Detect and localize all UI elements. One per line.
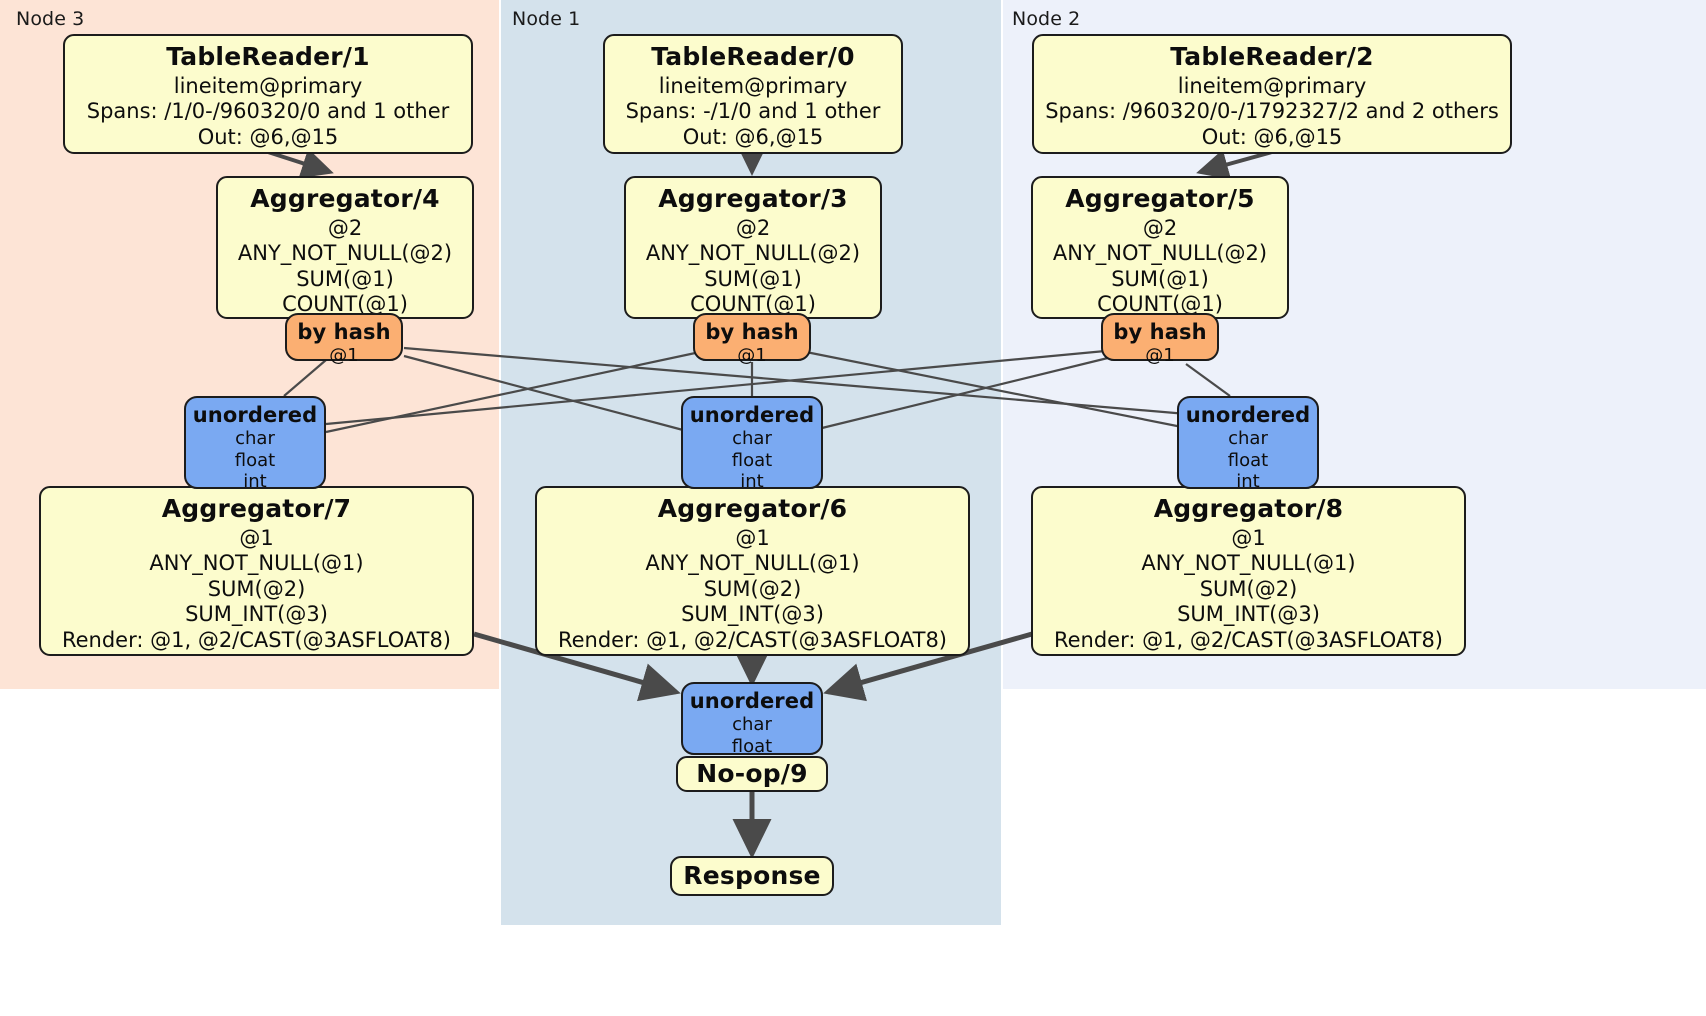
router-line: float — [1227, 449, 1269, 471]
processor-aggregator-5[interactable]: Aggregator/5 @2 ANY_NOT_NULL(@2) SUM(@1)… — [1031, 176, 1289, 319]
router-title: by hash — [705, 320, 799, 344]
processor-line: SUM(@1) — [704, 266, 802, 291]
processor-line: ANY_NOT_NULL(@2) — [237, 241, 453, 266]
processor-line: SUM_INT(@3) — [1177, 602, 1320, 627]
processor-aggregator-3[interactable]: Aggregator/3 @2 ANY_NOT_NULL(@2) SUM(@1)… — [624, 176, 882, 319]
processor-line: ANY_NOT_NULL(@1) — [645, 551, 860, 576]
processor-response[interactable]: Response — [670, 856, 834, 896]
processor-line: @1 — [735, 525, 770, 550]
router-by-hash-mid[interactable]: by hash @1 — [693, 313, 811, 366]
processor-title: TableReader/0 — [651, 42, 855, 71]
router-line: char — [235, 428, 275, 450]
processor-line: COUNT(@1) — [690, 292, 816, 317]
processor-aggregator-8[interactable]: Aggregator/8 @1 ANY_NOT_NULL(@1) SUM(@2)… — [1031, 486, 1466, 656]
processor-line: Out: @6,@15 — [682, 124, 824, 149]
processor-aggregator-4[interactable]: Aggregator/4 @2 ANY_NOT_NULL(@2) SUM(@1)… — [216, 176, 474, 319]
router-by-hash-right[interactable]: by hash @1 — [1101, 313, 1219, 366]
processor-noop-9[interactable]: No-op/9 — [676, 756, 828, 792]
processor-title: Aggregator/3 — [658, 184, 848, 213]
processor-title: TableReader/1 — [166, 42, 370, 71]
router-line: int — [740, 471, 764, 493]
processor-line: ANY_NOT_NULL(@1) — [1141, 551, 1356, 576]
processor-line: COUNT(@1) — [1097, 292, 1223, 317]
processor-line: @1 — [239, 525, 274, 550]
router-line: float — [731, 449, 773, 471]
processor-tablereader-2[interactable]: TableReader/2 lineitem@primary Spans: /9… — [1032, 34, 1512, 154]
processor-line: lineitem@primary — [173, 73, 363, 98]
processor-line: SUM(@2) — [703, 576, 802, 601]
processor-title: Aggregator/5 — [1065, 184, 1255, 213]
processor-line: SUM(@1) — [296, 266, 394, 291]
router-title: unordered — [192, 403, 318, 427]
processor-line: SUM(@1) — [1111, 266, 1209, 291]
processor-line: lineitem@primary — [658, 73, 848, 98]
processor-line: ANY_NOT_NULL(@2) — [1052, 241, 1268, 266]
processor-line: COUNT(@1) — [282, 292, 408, 317]
processor-line: Render: @1, @2/CAST(@3ASFLOAT8) — [61, 627, 452, 652]
processor-line: @1 — [1231, 525, 1266, 550]
router-line: char — [732, 714, 772, 736]
router-line: @1 — [1145, 345, 1175, 367]
processor-line: lineitem@primary — [1177, 73, 1367, 98]
processor-line: @2 — [1142, 215, 1178, 240]
processor-tablereader-1[interactable]: TableReader/1 lineitem@primary Spans: /1… — [63, 34, 473, 154]
processor-line: Out: @6,@15 — [1201, 124, 1343, 149]
processor-aggregator-7[interactable]: Aggregator/7 @1 ANY_NOT_NULL(@1) SUM(@2)… — [39, 486, 474, 656]
node-label-node3: Node 3 — [16, 8, 85, 30]
router-title: by hash — [1113, 320, 1207, 344]
processor-line: @2 — [735, 215, 771, 240]
router-line: @1 — [737, 345, 767, 367]
processor-line: Render: @1, @2/CAST(@3ASFLOAT8) — [1053, 627, 1444, 652]
processor-line: ANY_NOT_NULL(@1) — [149, 551, 364, 576]
processor-title: TableReader/2 — [1170, 42, 1374, 71]
router-line: char — [1228, 428, 1268, 450]
router-title: unordered — [689, 689, 815, 713]
router-title: by hash — [297, 320, 391, 344]
processor-title: Aggregator/4 — [250, 184, 440, 213]
router-by-hash-left[interactable]: by hash @1 — [285, 313, 403, 366]
processor-line: Render: @1, @2/CAST(@3ASFLOAT8) — [557, 627, 948, 652]
processor-line: Spans: /960320/0-/1792327/2 and 2 others — [1045, 99, 1499, 124]
processor-line: Spans: -/1/0 and 1 other — [625, 99, 881, 124]
router-title: unordered — [689, 403, 815, 427]
router-unordered-left[interactable]: unordered char float int — [184, 396, 326, 492]
node-label-node1: Node 1 — [512, 8, 581, 30]
processor-line: SUM_INT(@3) — [681, 602, 824, 627]
processor-tablereader-0[interactable]: TableReader/0 lineitem@primary Spans: -/… — [603, 34, 903, 154]
router-unordered-mid[interactable]: unordered char float int — [681, 396, 823, 492]
processor-title: Aggregator/8 — [1153, 494, 1344, 523]
processor-title: No-op/9 — [696, 758, 808, 788]
router-line: @1 — [329, 345, 359, 367]
processor-line: @2 — [327, 215, 363, 240]
router-line: float — [731, 735, 773, 757]
node-label-node2: Node 2 — [1012, 8, 1081, 30]
router-line: int — [243, 471, 267, 493]
processor-line: SUM(@2) — [207, 576, 306, 601]
processor-line: ANY_NOT_NULL(@2) — [645, 241, 861, 266]
router-line: int — [1236, 471, 1260, 493]
router-title: unordered — [1185, 403, 1311, 427]
router-line: char — [732, 428, 772, 450]
processor-line: Spans: /1/0-/960320/0 and 1 other — [86, 99, 450, 124]
processor-line: SUM(@2) — [1199, 576, 1298, 601]
router-line: float — [234, 449, 276, 471]
processor-title: Aggregator/7 — [161, 494, 352, 523]
processor-line: Out: @6,@15 — [197, 124, 339, 149]
router-unordered-final[interactable]: unordered char float — [681, 682, 823, 757]
processor-aggregator-6[interactable]: Aggregator/6 @1 ANY_NOT_NULL(@1) SUM(@2)… — [535, 486, 970, 656]
processor-line: SUM_INT(@3) — [185, 602, 328, 627]
router-unordered-right[interactable]: unordered char float int — [1177, 396, 1319, 492]
processor-title: Aggregator/6 — [657, 494, 848, 523]
processor-title: Response — [683, 860, 821, 890]
